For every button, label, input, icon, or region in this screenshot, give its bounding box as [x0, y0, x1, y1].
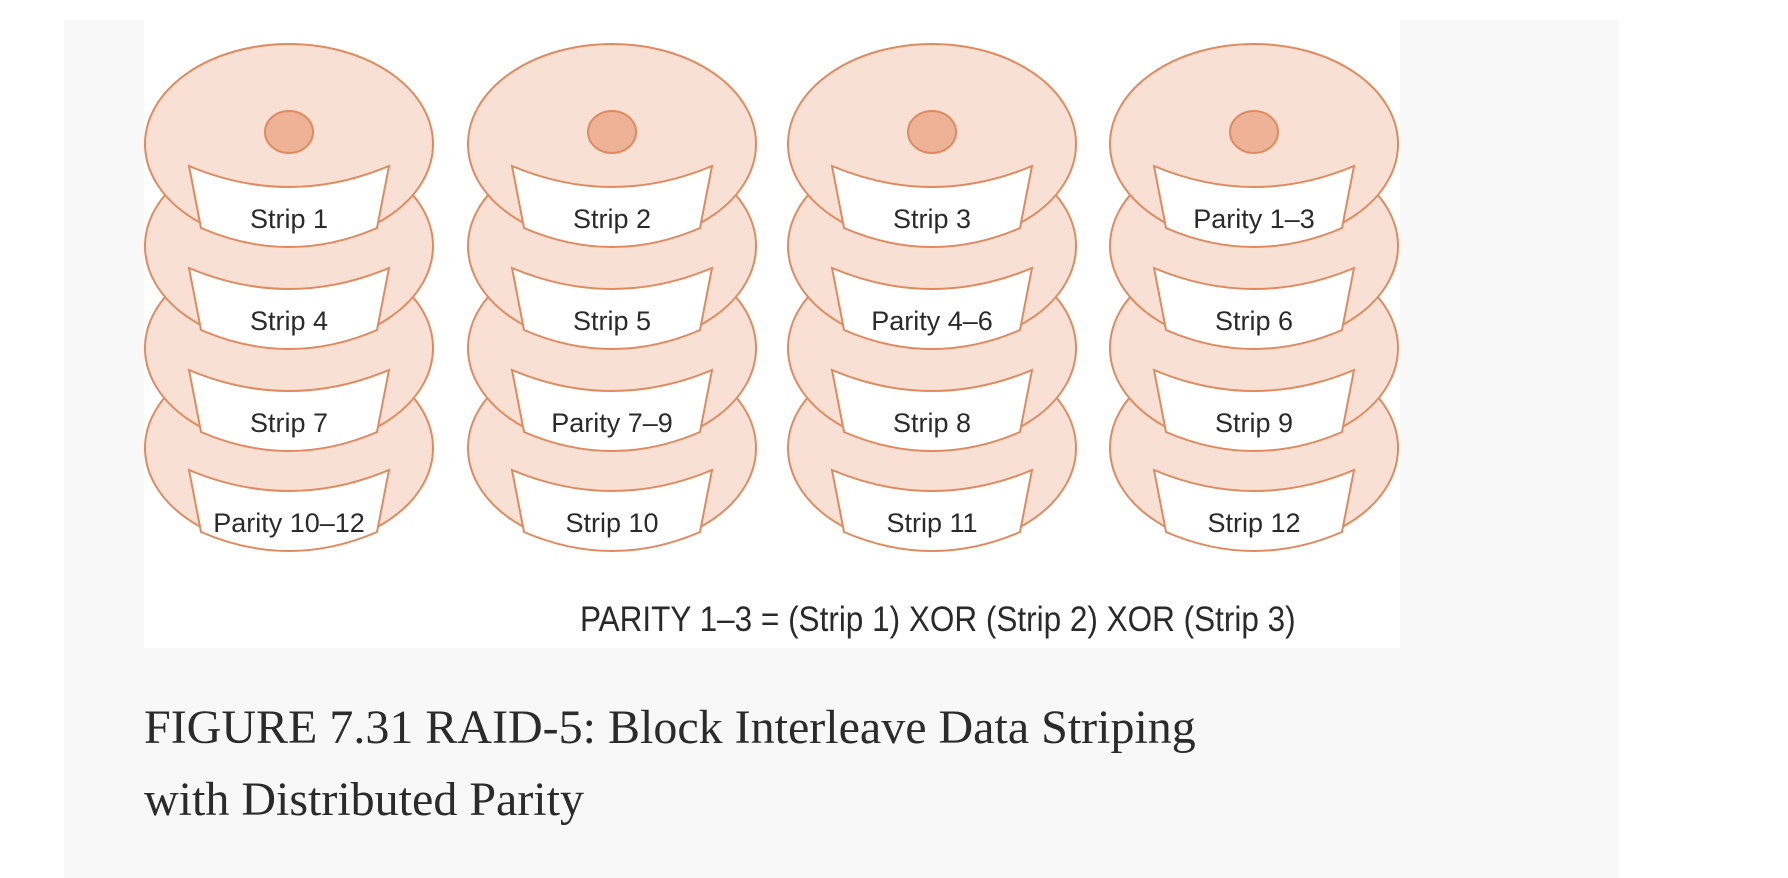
strip-band — [830, 468, 1034, 552]
strip-band — [830, 164, 1034, 248]
strip-label: Parity 1–3 — [1193, 204, 1315, 234]
strip-band — [187, 468, 391, 552]
spindle-hub — [264, 110, 314, 154]
strip-band — [187, 164, 391, 248]
strip-label: Strip 8 — [893, 408, 971, 438]
strip-label: Strip 5 — [573, 306, 651, 336]
strip-label: Strip 3 — [893, 204, 971, 234]
strip-band — [1152, 266, 1356, 350]
disk-1: Strip 1 Strip 4 Strip 7 Parity 10–12 — [144, 43, 434, 552]
figure-caption: FIGURE 7.31 RAID-5: Block Interleave Dat… — [144, 692, 1374, 836]
strip-label: Parity 7–9 — [551, 408, 673, 438]
strip-band — [187, 266, 391, 350]
strip-label: Strip 9 — [1215, 408, 1293, 438]
caption-line-1: FIGURE 7.31 RAID-5: Block Interleave Dat… — [144, 701, 1196, 754]
strip-band — [830, 266, 1034, 350]
strip-band — [510, 266, 714, 350]
strip-band — [1152, 468, 1356, 552]
spindle-hub — [587, 110, 637, 154]
caption-line-2: with Distributed Parity — [144, 773, 584, 826]
parity-formula: PARITY 1–3 = (Strip 1) XOR (Strip 2) XOR… — [580, 600, 1296, 639]
strip-label: Strip 4 — [250, 306, 328, 336]
strip-band — [510, 164, 714, 248]
strip-label: Strip 11 — [886, 508, 977, 538]
strip-label: Parity 10–12 — [213, 508, 365, 538]
strip-label: Parity 4–6 — [871, 306, 993, 336]
raid5-figure: Strip 1 Strip 4 Strip 7 Parity 10–12 Strip 2… — [144, 20, 1400, 648]
strip-label: Strip 7 — [250, 408, 328, 438]
strip-label: Strip 10 — [565, 508, 658, 538]
strip-band — [1152, 368, 1356, 452]
strip-label: Strip 1 — [250, 204, 328, 234]
spindle-hub — [907, 110, 957, 154]
strip-band — [510, 468, 714, 552]
strip-label: Strip 6 — [1215, 306, 1293, 336]
strip-band — [830, 368, 1034, 452]
strip-label: Strip 2 — [573, 204, 651, 234]
strip-band — [1152, 164, 1356, 248]
spindle-hub — [1229, 110, 1279, 154]
strip-band — [187, 368, 391, 452]
strip-label: Strip 12 — [1207, 508, 1300, 538]
raid5-diagram: Strip 1 Strip 4 Strip 7 Parity 10–12 Strip 2… — [144, 43, 1399, 552]
strip-band — [510, 368, 714, 452]
